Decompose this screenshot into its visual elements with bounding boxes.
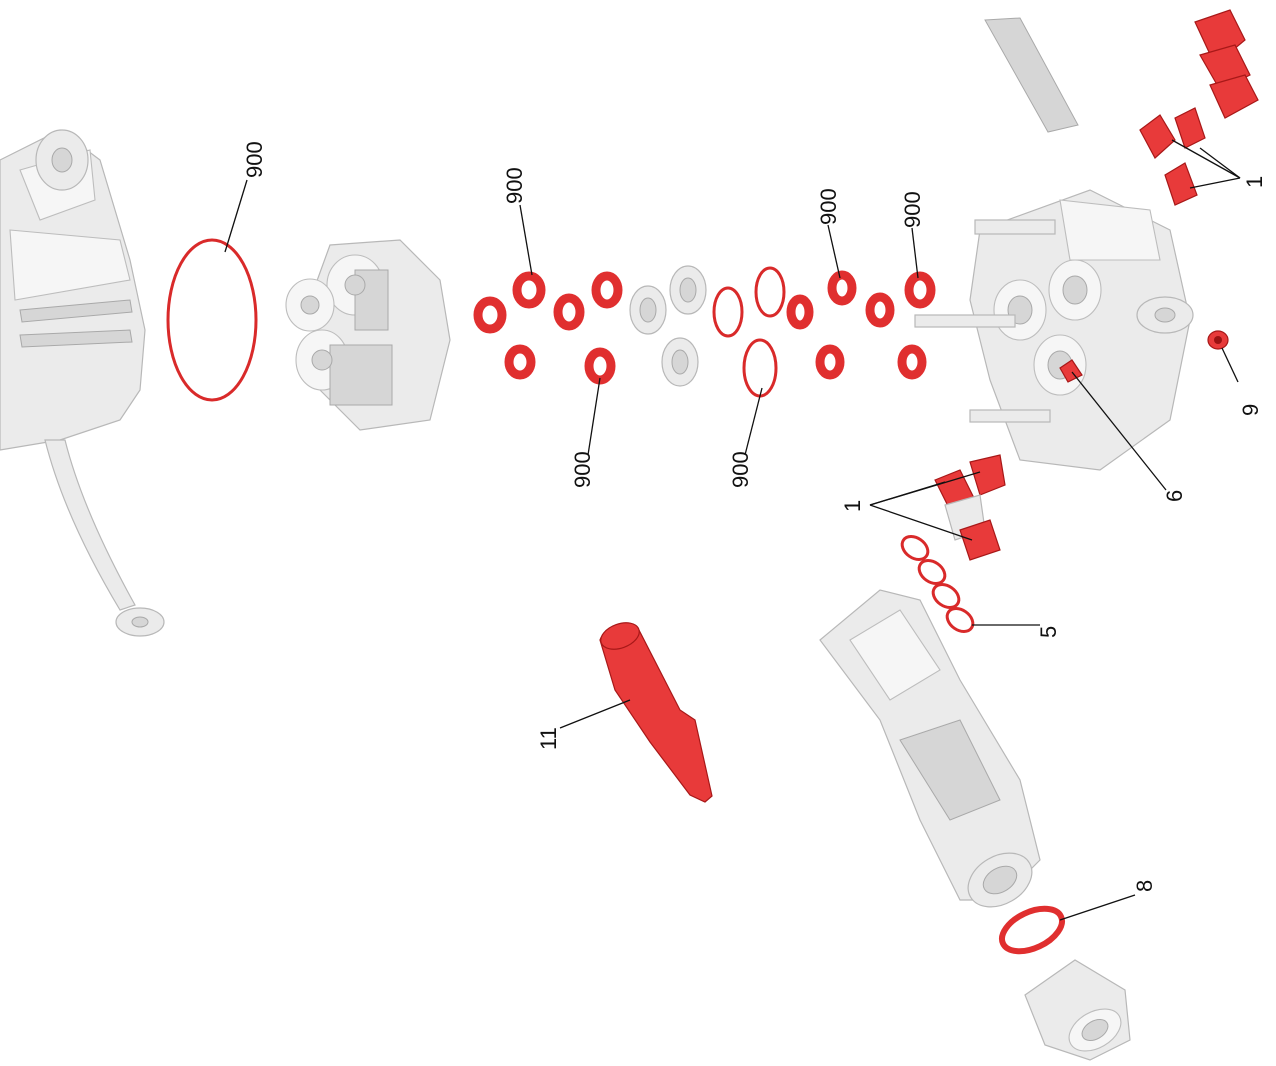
thin-o-rings — [712, 266, 786, 398]
callout-labels: 900 900 900 900 900 900 1 1 9 6 5 8 11 — [242, 141, 1267, 892]
check-valves-top — [1139, 9, 1259, 206]
o-ring-8 — [999, 905, 1065, 955]
bar-strip — [984, 17, 1079, 133]
grease-tube — [599, 622, 713, 803]
callout-9: 9 — [1238, 404, 1263, 416]
check-valves-middle — [934, 454, 1006, 561]
callout-900-seal-right-2: 900 — [900, 191, 925, 228]
callout-900-o-ring-center: 900 — [728, 451, 753, 488]
callout-11: 11 — [536, 727, 561, 750]
callout-900-seal-bottom: 900 — [570, 451, 595, 488]
callout-6: 6 — [1162, 490, 1187, 502]
callout-5: 5 — [1036, 626, 1061, 638]
piston-plate — [285, 239, 451, 431]
callout-900-valve-top: 900 — [502, 167, 527, 204]
small-valve-part — [1059, 359, 1083, 383]
handle-body — [819, 589, 1041, 908]
large-o-ring — [166, 238, 258, 402]
grey-sleeves — [629, 265, 707, 387]
motor-housing — [0, 129, 165, 637]
union-nut — [1024, 959, 1131, 1061]
plug — [1207, 330, 1229, 350]
pump-head — [914, 189, 1194, 471]
callout-900-seal-right-1: 900 — [816, 188, 841, 225]
callout-8: 8 — [1132, 880, 1157, 892]
callout-1-middle: 1 — [840, 500, 865, 512]
callout-1-top-right: 1 — [1242, 176, 1267, 188]
leader-lines — [224, 139, 1241, 921]
gasket-chain — [900, 535, 975, 633]
callout-900-large-ring: 900 — [242, 141, 267, 178]
